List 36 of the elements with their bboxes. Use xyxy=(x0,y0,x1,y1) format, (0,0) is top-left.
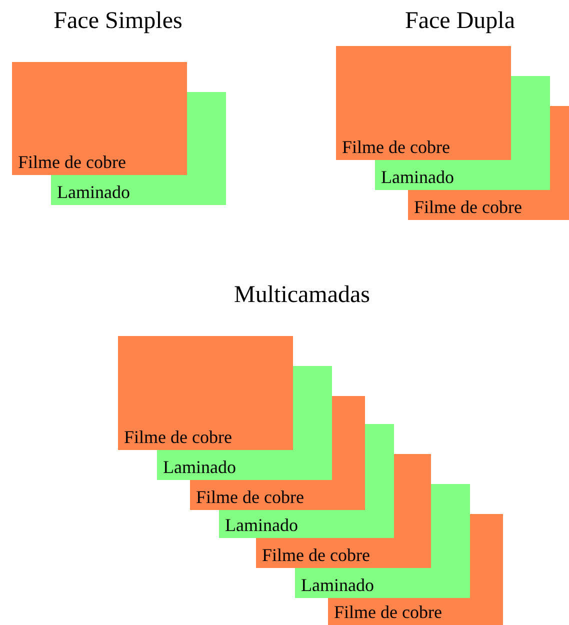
laminate-layer-edge xyxy=(365,424,394,510)
laminate-layer-edge xyxy=(511,76,550,160)
copper-foil-layer xyxy=(12,62,187,175)
layer-label: Laminado xyxy=(381,168,454,188)
section-heading: Multicamadas xyxy=(234,282,370,308)
copper-foil-layer-edge xyxy=(550,106,569,190)
laminate-layer-edge xyxy=(187,92,226,175)
layer-label: Filme de cobre xyxy=(18,153,126,173)
laminate-layer-edge xyxy=(431,484,470,568)
laminate-layer xyxy=(51,175,226,205)
copper-foil-layer xyxy=(190,480,365,510)
section-heading: Face Dupla xyxy=(405,8,515,34)
section-heading: Face Simples xyxy=(54,8,182,34)
layer-label: Filme de cobre xyxy=(342,138,450,158)
laminate-layer xyxy=(295,568,470,598)
copper-foil-layer xyxy=(408,190,569,220)
copper-foil-layer-edge xyxy=(470,514,503,598)
copper-foil-layer-edge xyxy=(394,454,431,538)
layer-label: Laminado xyxy=(225,516,298,536)
laminate-layer xyxy=(157,450,332,480)
layer-label: Filme de cobre xyxy=(334,603,442,623)
layer-label: Filme de cobre xyxy=(262,546,370,566)
laminate-layer xyxy=(219,510,394,538)
copper-foil-layer xyxy=(336,46,511,160)
laminate-layer xyxy=(375,160,550,190)
layer-label: Filme de cobre xyxy=(196,488,304,508)
laminate-layer-edge xyxy=(293,366,332,450)
layer-label: Filme de cobre xyxy=(124,428,232,448)
layer-label: Filme de cobre xyxy=(414,198,522,218)
layer-label: Laminado xyxy=(163,458,236,478)
layer-label: Laminado xyxy=(57,183,130,203)
copper-foil-layer xyxy=(118,336,293,450)
layer-label: Laminado xyxy=(301,576,374,596)
copper-foil-layer xyxy=(256,538,431,568)
copper-foil-layer-edge xyxy=(332,396,365,480)
copper-foil-layer xyxy=(328,598,503,625)
